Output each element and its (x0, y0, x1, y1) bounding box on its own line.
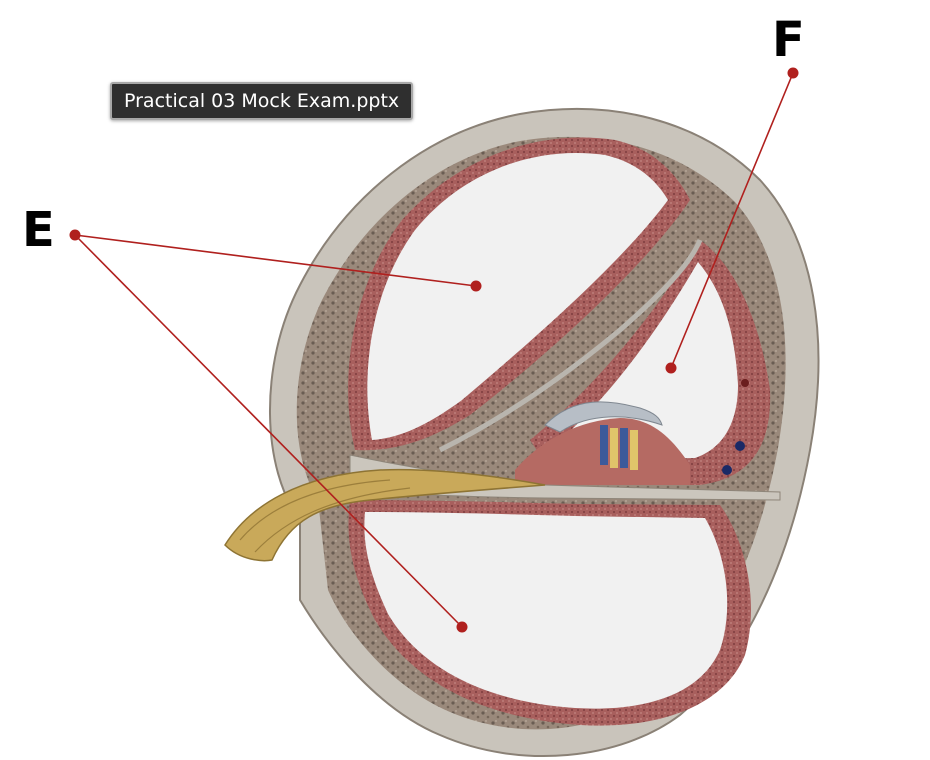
scala-vestibuli (348, 137, 690, 451)
pointer-dot-e-lower (456, 621, 468, 633)
pointer-dot-f-origin (787, 67, 799, 79)
pointer-dot-e-upper (470, 280, 482, 292)
label-e: E (22, 202, 55, 258)
reissner-membrane (438, 239, 703, 453)
cochlear-nerve (224, 468, 546, 562)
organ-of-corti (515, 401, 690, 485)
filename-tooltip: Practical 03 Mock Exam.pptx (110, 82, 414, 120)
pointer-dot-f-target (665, 362, 677, 374)
label-f-pointers (665, 67, 799, 374)
label-f: F (772, 12, 805, 68)
scala-tympani (348, 500, 751, 726)
label-e-pointers (69, 229, 482, 633)
pointer-dot-e-origin (69, 229, 81, 241)
